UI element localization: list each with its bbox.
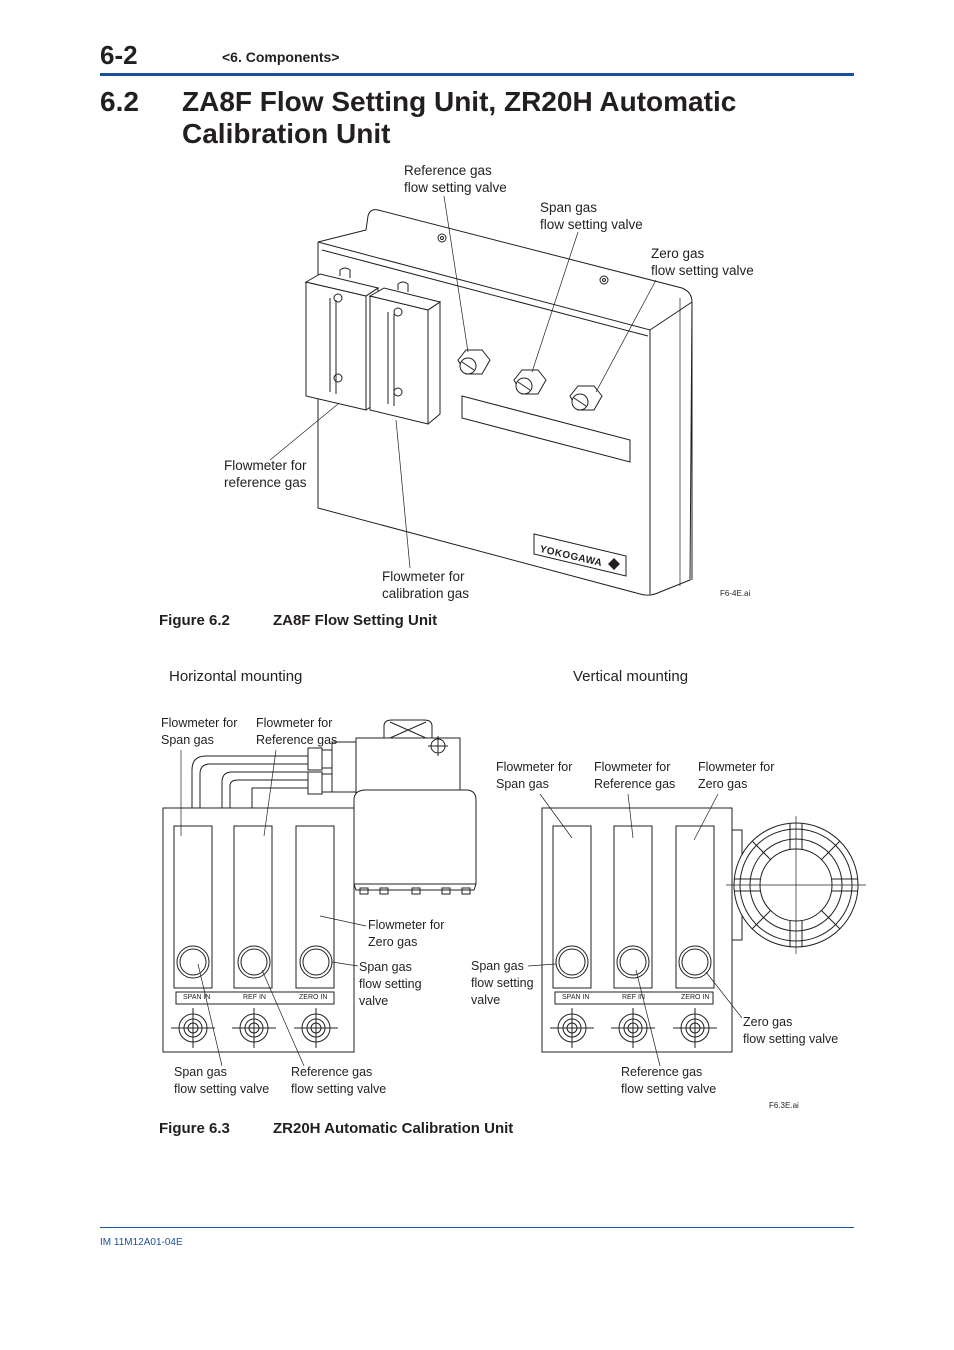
header-rule [100, 73, 854, 76]
h-label-flowmeter-zero: Flowmeter for Zero gas [368, 918, 445, 949]
h-label-span-valve-bottom: Span gas flow setting valve [174, 1065, 270, 1096]
page-number: 6-2 [100, 40, 138, 70]
figure-6-2-number: Figure 6.2 [159, 612, 230, 629]
document-id: IM 11M12A01-04E [100, 1237, 183, 1248]
section-number: 6.2 [100, 86, 139, 117]
yokogawa-logo-icon [608, 558, 620, 570]
zr20h-horizontal-drawing [162, 719, 477, 1067]
zero-valve-icon [569, 385, 603, 411]
label-span-gas-valve: Span gas flow setting valve [540, 200, 643, 232]
figure-6-3-title: ZR20H Automatic Calibration Unit [273, 1120, 514, 1137]
label-reference-gas-valve: Reference gas flow setting valve [404, 163, 507, 195]
reference-valve-icon [457, 349, 491, 375]
zr20h-vertical-drawing [527, 793, 866, 1067]
v-label-flowmeter-span: Flowmeter for Span gas [496, 760, 573, 791]
section-title: ZA8F Flow Setting Unit, ZR20H Automatic … [182, 86, 737, 149]
v-label-flowmeter-reference: Flowmeter for Reference gas [594, 760, 676, 791]
h-port-zero: ZERO IN [299, 994, 328, 1001]
za8f-drawing [269, 195, 693, 596]
label-flowmeter-reference: Flowmeter for reference gas [224, 458, 307, 490]
h-port-span: SPAN IN [183, 994, 211, 1001]
heading-horizontal-mounting: Horizontal mounting [169, 668, 303, 685]
figure-6-2-title: ZA8F Flow Setting Unit [273, 612, 438, 629]
span-valve-icon [513, 369, 547, 395]
v-label-flowmeter-zero: Flowmeter for Zero gas [698, 760, 775, 791]
v-port-ref: REF IN [622, 994, 645, 1001]
file-ref-f6-4e: F6-4E.ai [720, 589, 751, 598]
v-port-span: SPAN IN [562, 994, 590, 1001]
chapter-title: <6. Components> [222, 49, 340, 65]
figure-6-3-number: Figure 6.3 [159, 1120, 230, 1137]
label-zero-gas-valve: Zero gas flow setting valve [651, 246, 754, 278]
h-label-flowmeter-span: Flowmeter for Span gas [161, 716, 238, 747]
h-label-reference-valve-bottom: Reference gas flow setting valve [291, 1065, 387, 1096]
v-label-zero-valve: Zero gas flow setting valve [743, 1015, 839, 1046]
v-label-span-valve-left: Span gas flow setting valve [471, 959, 534, 1007]
heading-vertical-mounting: Vertical mounting [573, 668, 689, 685]
v-port-zero: ZERO IN [681, 994, 710, 1001]
h-port-ref: REF IN [243, 994, 266, 1001]
v-label-reference-valve-bottom: Reference gas flow setting valve [621, 1065, 717, 1096]
footer-rule [100, 1227, 854, 1228]
label-flowmeter-calibration: Flowmeter for calibration gas [382, 569, 470, 601]
file-ref-f6-3e: F6.3E.ai [769, 1101, 799, 1110]
h-label-span-valve-right: Span gas flow setting valve [359, 960, 422, 1008]
h-label-flowmeter-reference: Flowmeter for Reference gas [256, 716, 338, 747]
